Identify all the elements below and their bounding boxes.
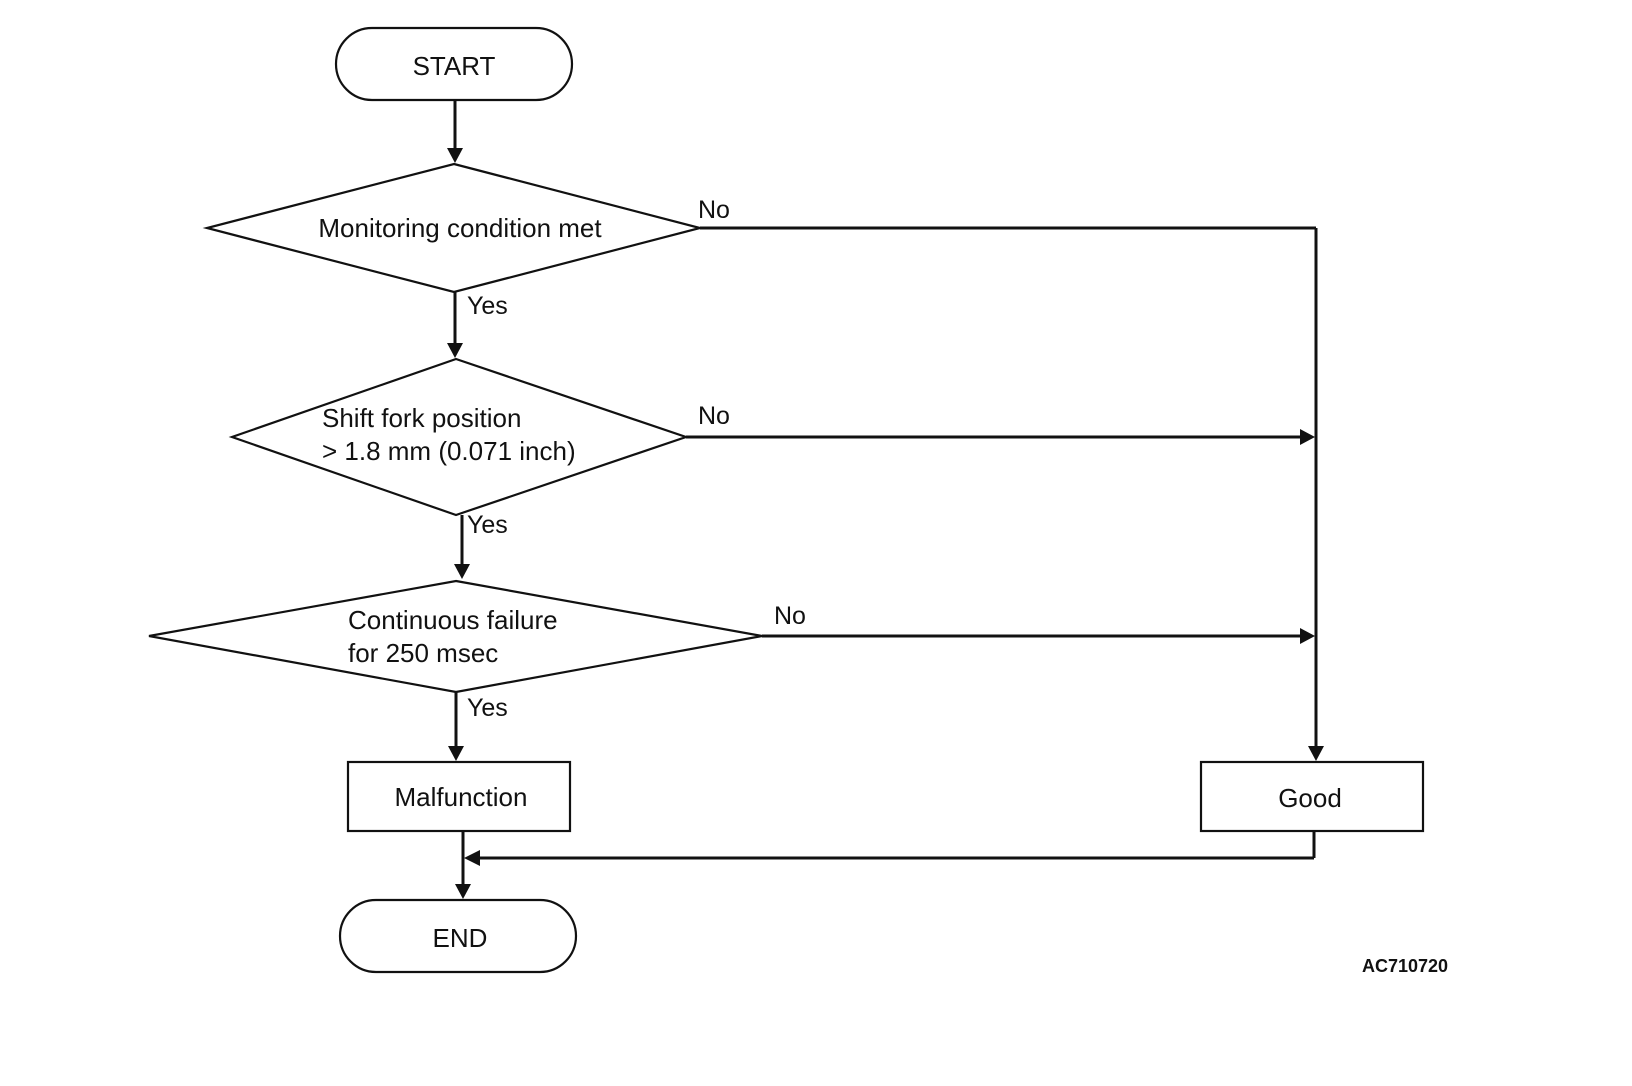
connector-decision3-yes — [448, 692, 464, 761]
connector-good-to-end — [464, 831, 1316, 866]
decision2-no-label: No — [698, 402, 730, 430]
decision1-no-label: No — [698, 196, 730, 224]
decision-monitoring-condition: Monitoring condition met — [202, 162, 705, 294]
malfunction-box: Malfunction — [346, 760, 572, 833]
connector-decision2-yes — [454, 515, 470, 579]
connector-start-to-decision1 — [447, 100, 463, 163]
decision-continuous-failure-line2: for 250 msec — [348, 638, 498, 668]
connector-decision2-no — [686, 429, 1315, 445]
start-terminator: START — [334, 26, 574, 102]
decision2-yes-label: Yes — [467, 511, 508, 539]
decision3-yes-label: Yes — [467, 694, 508, 722]
connector-decision1-no — [700, 226, 1324, 761]
decision-shift-fork-line1: Shift fork position — [322, 403, 521, 433]
end-label: END — [433, 923, 488, 953]
connector-decision1-yes — [447, 292, 463, 358]
connector-malfunction-to-end — [455, 831, 471, 899]
decision3-no-label: No — [774, 602, 806, 630]
end-terminator: END — [338, 898, 578, 974]
malfunction-label: Malfunction — [395, 782, 528, 812]
connector-decision3-no — [762, 628, 1315, 644]
decision-continuous-failure-line1: Continuous failure — [348, 605, 558, 635]
decision1-yes-label: Yes — [467, 292, 508, 320]
good-box: Good — [1199, 760, 1425, 833]
good-label: Good — [1278, 783, 1342, 813]
decision-continuous-failure: Continuous failure for 250 msec — [148, 579, 763, 694]
start-label: START — [413, 51, 496, 81]
decision-shift-fork-position: Shift fork position > 1.8 mm (0.071 inch… — [228, 357, 690, 517]
figure-code: AC710720 — [1362, 956, 1448, 976]
decision-shift-fork-line2: > 1.8 mm (0.071 inch) — [322, 436, 576, 466]
decision-monitoring-condition-label: Monitoring condition met — [318, 213, 602, 243]
